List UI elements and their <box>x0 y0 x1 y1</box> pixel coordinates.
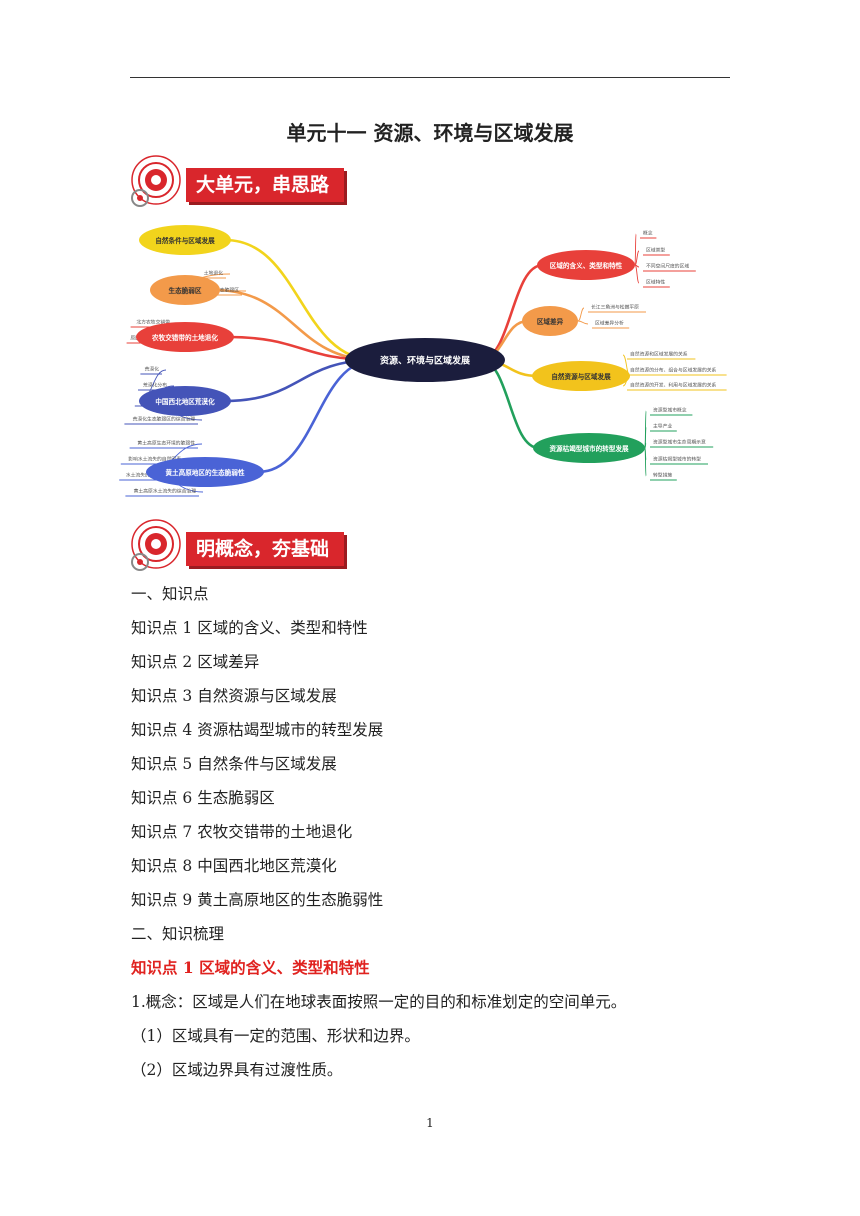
mindmap-center-label: 资源、环境与区域发展 <box>380 355 470 367</box>
mindmap-node <box>533 433 645 463</box>
knowledge-point: 知识点 6 生态脆弱区 <box>131 789 275 807</box>
knowledge-point: 知识点 5 自然条件与区域发展 <box>131 755 337 773</box>
knowledge-heading: 知识点 1 区域的含义、类型和特性 <box>131 958 370 977</box>
mindmap-sub-connector <box>634 264 640 284</box>
mindmap-node-label: 自然条件与区域发展 <box>155 236 215 245</box>
knowledge-point: 知识点 9 黄土高原地区的生态脆弱性 <box>131 891 384 909</box>
document-title: 单元十一 资源、环境与区域发展 <box>286 121 574 145</box>
mindmap-node-label: 资源枯竭型城市的转型发展 <box>549 444 629 453</box>
header-rule <box>130 77 730 78</box>
mindmap-leaf: 转型措施 <box>653 472 672 479</box>
mindmap-leaf: 自然资源的分布、组合与区域发展的关系 <box>630 367 717 374</box>
mindmap-node <box>537 250 635 280</box>
mindmap-leaf: 长江三角洲与松嫩平原 <box>591 304 639 311</box>
mindmap-sub-connector <box>577 320 589 325</box>
mindmap-node <box>136 322 234 352</box>
mindmap-leaf: 影响水土流失的自然因素 <box>128 456 181 463</box>
mindmap-node-label: 自然资源与区域发展 <box>551 372 611 381</box>
mindmap-leaf: 资源型城市概念 <box>653 407 687 414</box>
banner-title: 明概念，夯基础 <box>186 532 344 566</box>
knowledge-point: 知识点 4 资源枯竭型城市的转型发展 <box>131 721 384 739</box>
mindmap-leaf: 黄土高原生态环境的脆弱性 <box>137 440 195 447</box>
section-heading: 二、知识梳理 <box>131 925 225 943</box>
mindmap-leaf: 黄土高原水土流失的综合治理 <box>134 488 197 495</box>
mindmap-leaf: 区域特性 <box>646 279 665 286</box>
mindmap-leaf: 主导产业 <box>653 423 672 430</box>
mindmap-node-label: 农牧交错带的土地退化 <box>151 333 218 342</box>
mindmap-node-label: 中国西北地区荒漠化 <box>155 397 215 406</box>
mindmap-connector <box>223 238 377 362</box>
mindmap-center-node <box>345 338 505 382</box>
mindmap-node <box>150 275 220 305</box>
mindmap-leaf: 资源型城市生命周期示意 <box>653 439 706 446</box>
knowledge-point: 知识点 7 农牧交错带的土地退化 <box>131 823 353 841</box>
mindmap-leaf: 不同空间尺度的区域 <box>646 263 689 270</box>
mindmap-leaf: 区域差异分析 <box>595 320 624 327</box>
mindmap-leaf: 原因 <box>130 336 140 342</box>
section-heading: 一、知识点 <box>131 585 209 603</box>
banner-title: 大单元，串思路 <box>186 168 344 202</box>
page-number: 1 <box>426 1116 434 1130</box>
mindmap-node-label: 区域差异 <box>537 317 564 326</box>
knowledge-point: 知识点 1 区域的含义、类型和特性 <box>131 619 368 637</box>
paragraph: 1.概念：区域是人们在地球表面按照一定的目的和标准划定的空间单元。 <box>131 993 627 1011</box>
mindmap-node-label: 生态脆弱区 <box>169 286 202 295</box>
section-banner-mindmap: 大单元，串思路 <box>130 154 360 214</box>
paragraph: （2）区域边界具有过渡性质。 <box>131 1061 343 1079</box>
mindmap-node <box>522 306 578 336</box>
mindmap-node <box>139 386 231 416</box>
knowledge-point: 知识点 8 中国西北地区荒漠化 <box>131 857 337 875</box>
mindmap-leaf: 荒漠化分布 <box>143 382 167 389</box>
mindmap-leaf: 中国生态脆弱区 <box>205 287 239 294</box>
mindmap-leaf: 概念 <box>643 230 653 237</box>
mindmap-leaf: 土地退化 <box>204 270 223 277</box>
mindmap-node <box>139 225 231 255</box>
mindmap-leaf: 自然资源的开发、利用与区域发展的关系 <box>630 382 717 389</box>
mindmap-node <box>146 457 264 487</box>
mindmap-node <box>532 361 630 391</box>
mindmap-sub-connector <box>634 233 637 266</box>
target-icon <box>131 155 181 207</box>
mindmap-connector <box>212 288 377 362</box>
mindmap-leaf: 资源枯竭型城市的转型 <box>653 456 701 463</box>
knowledge-point: 知识点 3 自然资源与区域发展 <box>131 687 337 705</box>
target-icon <box>131 519 181 571</box>
knowledge-point: 知识点 2 区域差异 <box>131 653 260 671</box>
mindmap-sub-connector <box>577 307 585 322</box>
section-banner-concepts: 明概念，夯基础 <box>130 518 360 578</box>
mindmap-leaf: 荒漠化 <box>145 366 160 373</box>
mindmap-node-label: 区域的含义、类型和特性 <box>550 261 623 270</box>
paragraph: （1）区域具有一定的范围、形状和边界。 <box>131 1027 420 1045</box>
mindmap-leaf: 自然资源和区域发展的关系 <box>630 351 688 358</box>
mindmap-leaf: 荒漠化生态脆弱区的综合治理 <box>133 416 196 423</box>
mindmap-sub-connector <box>644 447 647 477</box>
mindmap-leaf: 区域类型 <box>646 247 665 254</box>
mindmap-connector <box>256 358 377 474</box>
mindmap-leaf: 北方农牧交错带 <box>136 319 170 326</box>
mindmap-node-label: 黄土高原地区的生态脆弱性 <box>165 468 245 477</box>
